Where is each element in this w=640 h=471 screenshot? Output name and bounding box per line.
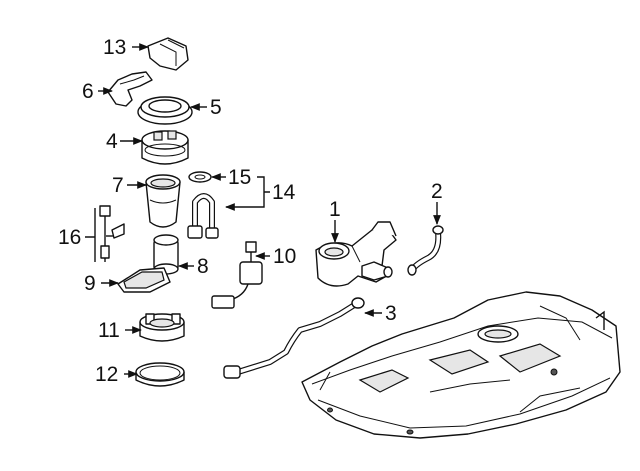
callout-14: 14 [272, 181, 296, 204]
part-16-sender [99, 205, 125, 262]
part-7-filter [145, 174, 181, 228]
leader-14-bracket [257, 176, 270, 208]
callout-8: 8 [197, 255, 209, 278]
fuel-tank [301, 291, 621, 439]
part-3-fuel-line [223, 297, 365, 379]
part-1-filler-neck [315, 221, 397, 287]
part-4-flange [141, 130, 189, 165]
callout-1: 1 [329, 198, 341, 221]
callout-12: 12 [95, 363, 118, 386]
part-2-vent-hose [407, 225, 444, 276]
callout-4: 4 [106, 130, 118, 153]
callout-15: 15 [228, 166, 251, 189]
callout-2: 2 [431, 180, 443, 203]
callout-labels: 13 6 5 4 7 15 14 16 1 2 10 8 9 3 11 12 [58, 36, 443, 386]
part-15-seal [188, 171, 212, 183]
part-12-gasket [135, 362, 185, 387]
part-5-lock-ring [137, 96, 193, 125]
part-13-clip [147, 37, 189, 71]
callout-11: 11 [98, 319, 120, 342]
part-11-retainer [139, 313, 185, 342]
callout-9: 9 [84, 272, 96, 295]
part-10-sensor [211, 241, 263, 309]
callout-10: 10 [273, 245, 296, 268]
callout-16: 16 [58, 226, 81, 249]
callout-leaders [85, 43, 441, 378]
part-8-pump [153, 234, 179, 275]
callout-6: 6 [82, 80, 94, 103]
callout-13: 13 [103, 36, 126, 59]
callout-3: 3 [385, 302, 397, 325]
callout-7: 7 [112, 174, 124, 197]
part-6-bracket [107, 71, 153, 107]
part-9-reservoir [117, 267, 171, 293]
part-14-tube [187, 193, 219, 239]
leader-16 [85, 208, 96, 262]
callout-5: 5 [210, 96, 222, 119]
